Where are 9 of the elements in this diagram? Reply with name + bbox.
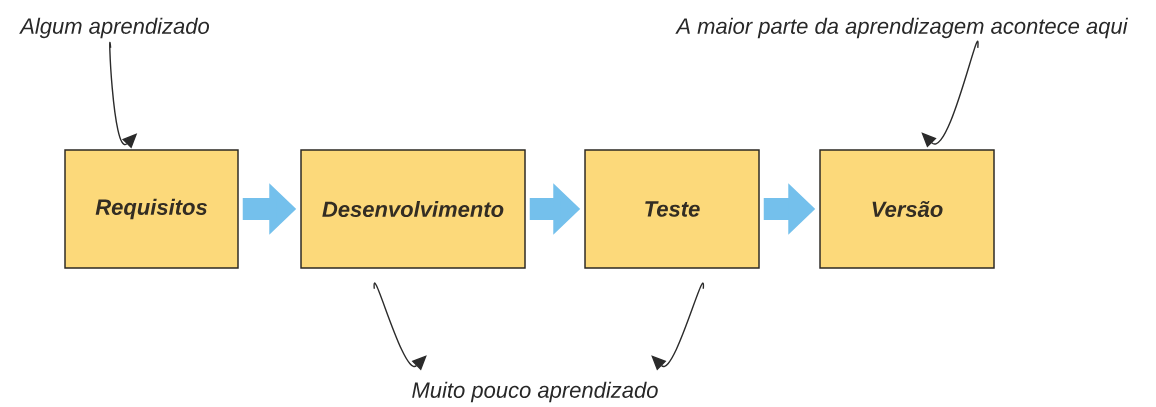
process-box: Desenvolvimento (300, 149, 526, 269)
curved-arrow (651, 282, 704, 371)
annotation-text: Muito pouco aprendizado (412, 381, 658, 403)
process-box: Versão (819, 149, 995, 269)
curved-arrow (921, 41, 979, 148)
annotation-text: Algum aprendizado (19, 17, 210, 39)
process-box: Teste (584, 149, 760, 269)
process-box: Requisitos (64, 149, 239, 269)
annotation-text: A maior parte da aprendizagem acontece aqui (675, 17, 1129, 39)
